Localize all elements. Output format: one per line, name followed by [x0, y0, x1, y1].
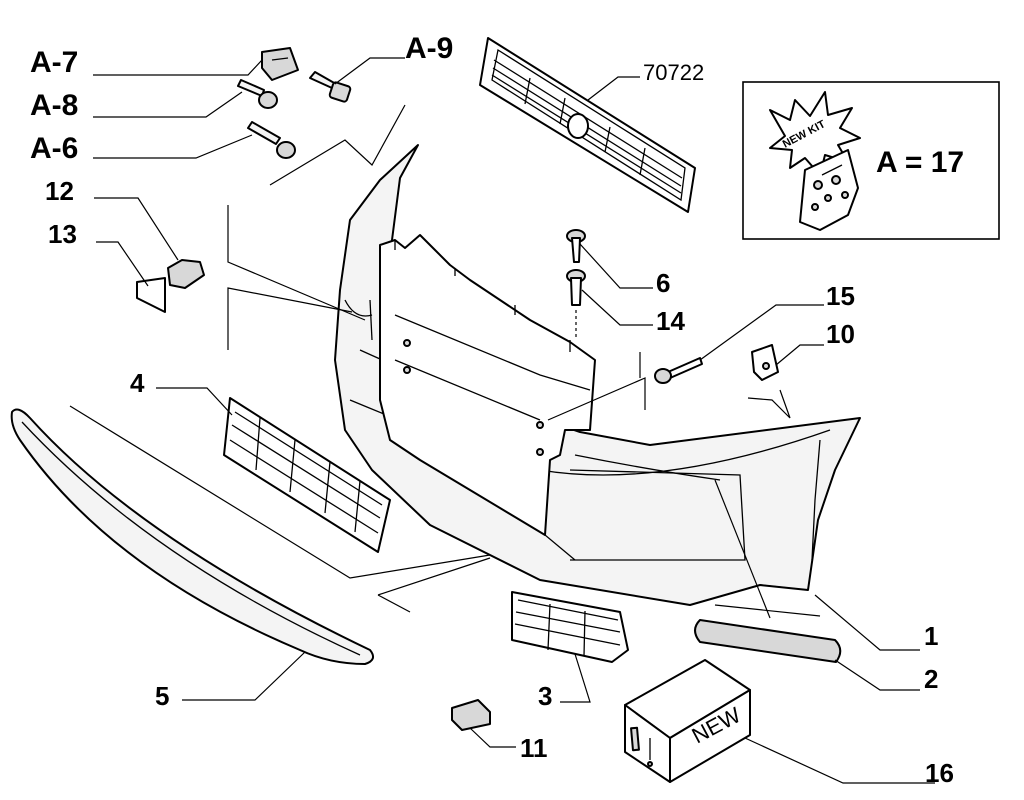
trim-strip	[10, 408, 375, 665]
callout-11: 11	[520, 733, 548, 763]
callout-10: 10	[826, 319, 855, 349]
screw-6	[566, 229, 586, 263]
callout-12: 12	[45, 176, 74, 206]
clip-10	[751, 344, 779, 381]
callout-16: 16	[925, 758, 954, 788]
callout-70722: 70722	[643, 60, 704, 85]
callout-a9: A-9	[405, 32, 453, 65]
upper-grille	[479, 37, 696, 213]
callout-3: 3	[538, 681, 552, 711]
callout-15: 15	[826, 281, 855, 311]
callout-13: 13	[48, 219, 77, 249]
kit-box: NEW KIT A = 17	[742, 81, 1000, 240]
clip-11	[451, 699, 491, 731]
callout-labels: A-7 A-8 A-6 A-9 12 13 4 5 3 11 6 14 15 1…	[30, 32, 954, 788]
callout-5: 5	[155, 681, 169, 711]
kit-equation: A = 17	[876, 146, 964, 179]
packaging-crate: NEW	[624, 659, 751, 783]
retainer-clip-a7	[261, 47, 299, 81]
bracket-12	[167, 259, 205, 289]
bolt-a8	[237, 79, 278, 109]
callout-a6: A-6	[30, 132, 78, 165]
fog-grille	[511, 591, 629, 663]
screw-15	[654, 357, 703, 384]
screw-a6	[247, 121, 296, 159]
callout-1: 1	[924, 621, 938, 651]
lower-grille-left	[223, 397, 391, 553]
bumper-inner-panel	[379, 234, 596, 536]
construction-lines	[69, 104, 821, 619]
callout-a8: A-8	[30, 89, 78, 122]
callout-14: 14	[656, 306, 685, 336]
fastener-14	[566, 269, 586, 340]
callout-2: 2	[924, 664, 938, 694]
corner-trim	[694, 619, 842, 663]
leader-lines	[93, 57, 935, 784]
callout-6: 6	[656, 268, 670, 298]
callout-a7: A-7	[30, 46, 78, 79]
callout-4: 4	[130, 368, 145, 398]
pad-13	[136, 277, 166, 313]
